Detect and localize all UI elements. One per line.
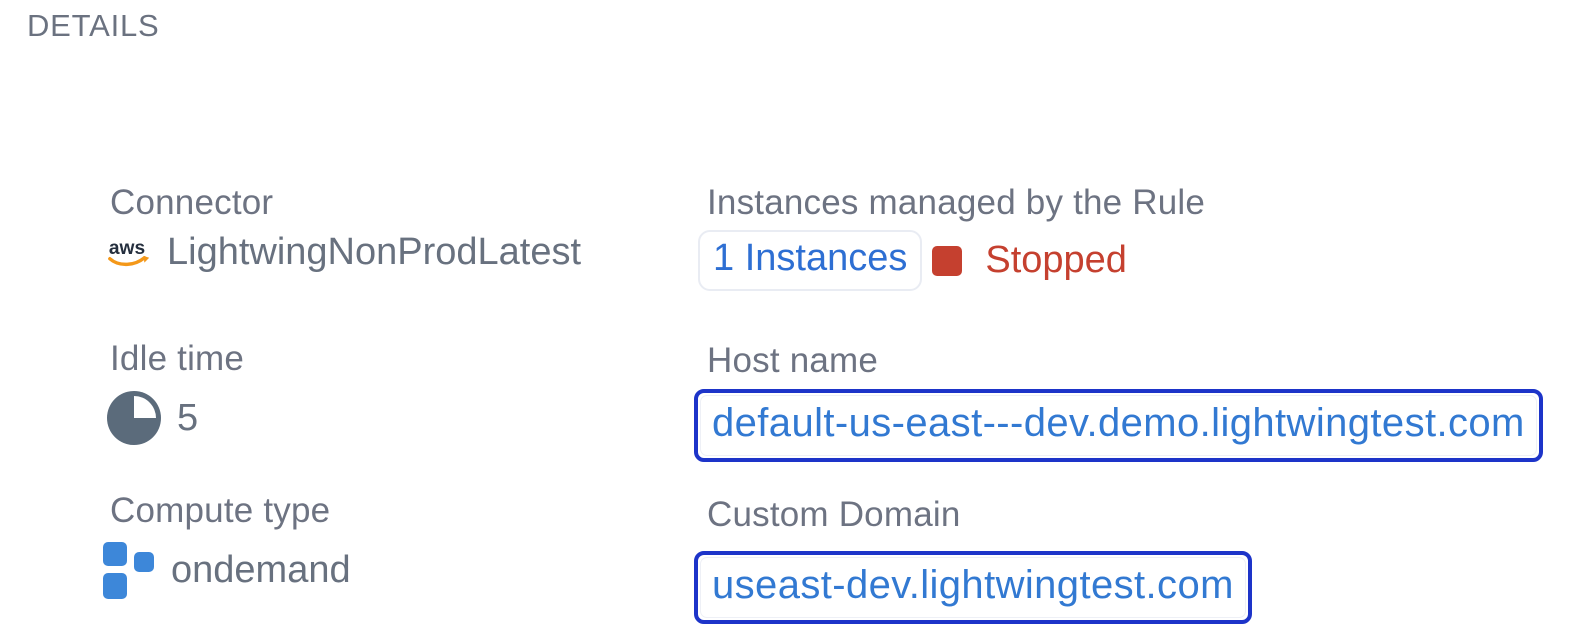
connector-label: Connector	[110, 183, 274, 222]
stopped-status-text: Stopped	[985, 239, 1127, 281]
instances-count-link[interactable]: 1 Instances	[698, 230, 923, 291]
compute-type-squares-icon	[103, 542, 154, 599]
custom-domain-url: useast-dev.lightwingtest.com	[700, 557, 1246, 618]
page-title: DETAILS	[27, 8, 160, 43]
idle-time-value-row: 5	[104, 388, 198, 448]
idle-time-value: 5	[177, 396, 199, 439]
aws-icon-label: aws	[109, 237, 145, 258]
instances-count-text: 1 Instances	[713, 237, 908, 279]
instances-value-row: 1 Instances Stopped	[698, 230, 1127, 291]
instances-label: Instances managed by the Rule	[707, 183, 1206, 222]
host-name-url: default-us-east---dev.demo.lightwingtest…	[700, 395, 1537, 456]
host-name-link-box[interactable]: default-us-east---dev.demo.lightwingtest…	[694, 389, 1543, 462]
custom-domain-link-box[interactable]: useast-dev.lightwingtest.com	[694, 551, 1252, 624]
connector-value-row: aws LightwingNonProdLatest	[106, 231, 581, 274]
custom-domain-label: Custom Domain	[707, 495, 961, 534]
compute-type-value: ondemand	[171, 548, 351, 591]
compute-type-value-row: ondemand	[100, 539, 351, 601]
idle-time-pie-icon	[107, 391, 161, 445]
stopped-status-square-icon	[932, 245, 963, 276]
connector-value: LightwingNonProdLatest	[167, 231, 582, 273]
compute-type-label: Compute type	[110, 491, 331, 530]
host-name-label: Host name	[707, 341, 879, 380]
aws-icon: aws	[108, 237, 150, 266]
idle-time-label: Idle time	[110, 339, 245, 378]
